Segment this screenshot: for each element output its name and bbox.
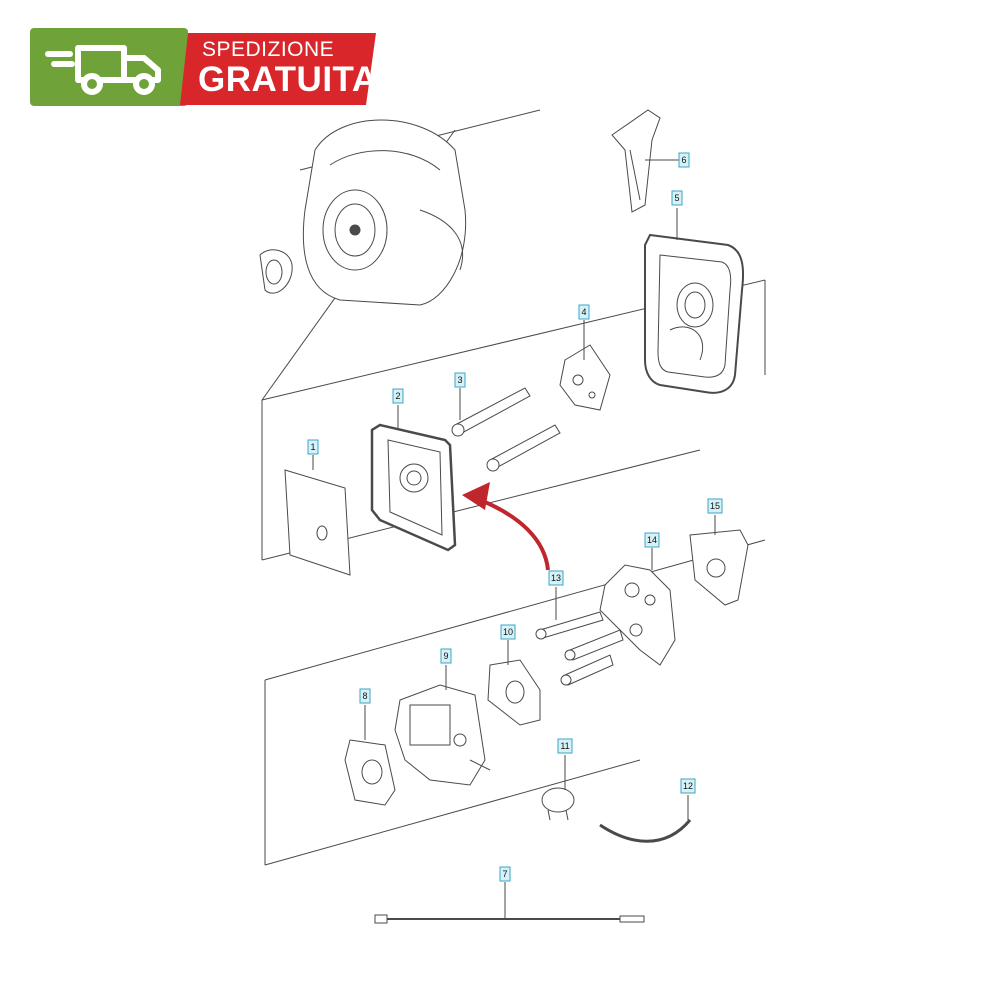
callout-8: 8 (359, 688, 371, 704)
callout-box-11 (557, 738, 573, 754)
callout-6: 6 (678, 152, 690, 168)
free-shipping-badge: SPEDIZIONE GRATUITA (30, 28, 378, 114)
part-7-cable (374, 914, 645, 924)
part-5-filter-housing (644, 233, 745, 394)
part-6-clip (611, 109, 683, 213)
red-arrow (462, 482, 550, 571)
callout-5: 5 (671, 190, 683, 206)
callout-box-10 (500, 624, 516, 640)
callout-label-4: 4 (581, 307, 586, 317)
callout-label-12: 12 (683, 781, 693, 791)
callout-3: 3 (454, 372, 466, 388)
part-8-gasket (344, 739, 396, 806)
part-13-screws (535, 611, 624, 686)
callout-label-6: 6 (681, 155, 686, 165)
part-3-bolts (451, 387, 561, 472)
callout-1: 1 (307, 439, 319, 455)
part-15-gasket (689, 529, 749, 606)
callout-label-3: 3 (457, 375, 462, 385)
callout-label-5: 5 (674, 193, 679, 203)
callout-box-15 (707, 498, 723, 514)
part-10-gasket (487, 659, 541, 726)
callout-box-5 (671, 190, 683, 206)
callout-label-11: 11 (560, 741, 569, 751)
callout-box-12 (680, 778, 696, 794)
callout-box-7 (499, 866, 511, 882)
air-filter-cover (259, 119, 467, 306)
part-4-bracket (559, 344, 611, 411)
leader-lines (312, 208, 716, 919)
callout-box-6 (678, 152, 690, 168)
callout-label-13: 13 (551, 573, 561, 583)
callout-box-1 (307, 439, 319, 455)
badge-line2: GRATUITA (198, 60, 378, 99)
callout-label-9: 9 (443, 651, 448, 661)
callout-label-7: 7 (502, 869, 507, 879)
callout-box-8 (359, 688, 371, 704)
callout-box-13 (548, 570, 564, 586)
callout-label-2: 2 (395, 391, 400, 401)
part-1-filter-pad (284, 469, 351, 576)
callout-15: 15 (707, 498, 723, 514)
badge-line1: SPEDIZIONE (202, 38, 335, 61)
callout-2: 2 (392, 388, 404, 404)
part-14-intake (599, 564, 676, 666)
callout-label-1: 1 (310, 442, 315, 452)
part-9-carburetor (394, 684, 491, 786)
callout-13: 13 (548, 570, 564, 586)
part-11-primer (541, 787, 575, 821)
badge-red-panel (180, 33, 376, 105)
callout-box-2 (392, 388, 404, 404)
callout-label-14: 14 (647, 535, 657, 545)
callout-box-14 (644, 532, 660, 548)
callout-12: 12 (680, 778, 696, 794)
callout-box-9 (440, 648, 452, 664)
callout-9: 9 (440, 648, 452, 664)
callout-11: 11 (557, 738, 573, 754)
callout-label-8: 8 (362, 691, 367, 701)
callout-7: 7 (499, 866, 511, 882)
part-12-hose (599, 819, 692, 843)
callout-4: 4 (578, 304, 590, 320)
delivery-truck-icon (45, 45, 161, 95)
callout-label-10: 10 (503, 627, 513, 637)
callout-box-4 (578, 304, 590, 320)
callout-label-15: 15 (710, 501, 720, 511)
callout-14: 14 (644, 532, 660, 548)
callout-box-3 (454, 372, 466, 388)
part-2-gasket (370, 423, 457, 552)
callout-10: 10 (500, 624, 516, 640)
